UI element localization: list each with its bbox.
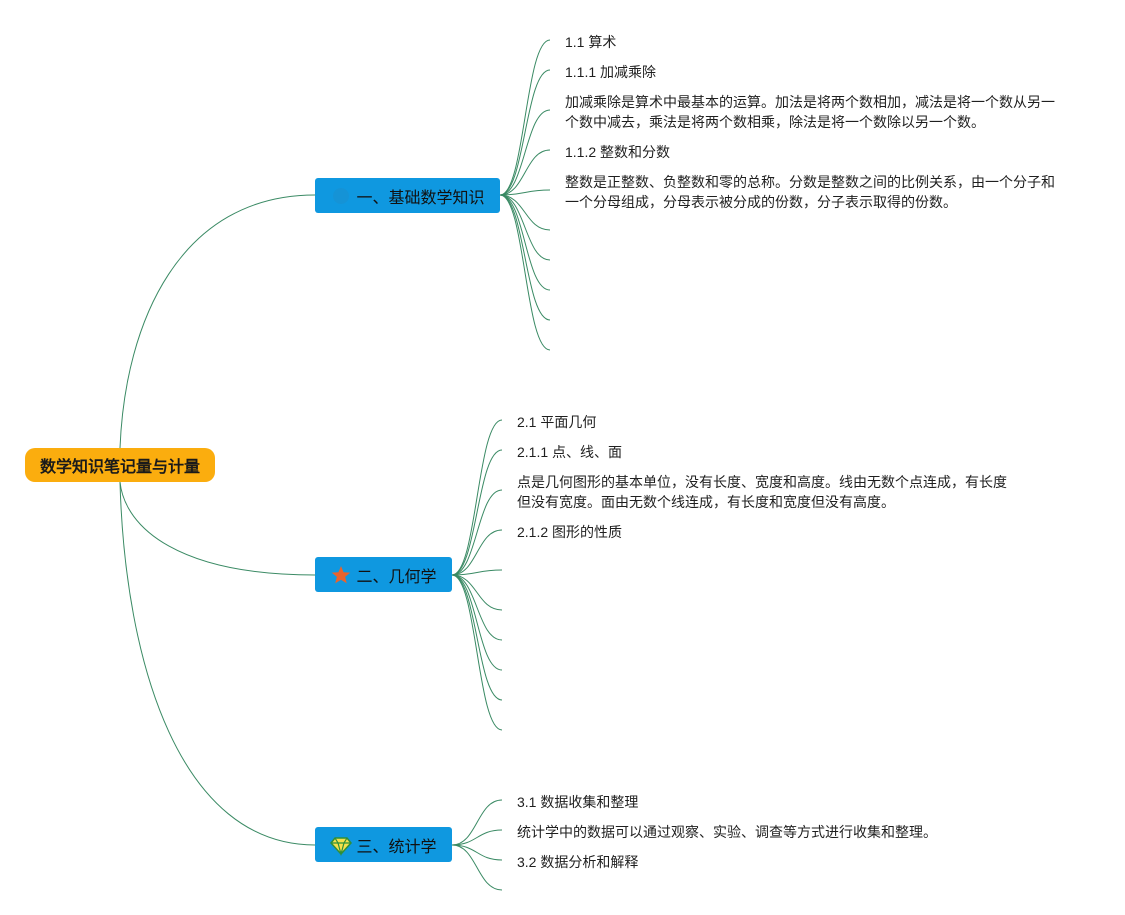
branch-leaf-connector (499, 194, 551, 231)
leaf-topic[interactable]: 统计学中的数据可以通过观察、实验、调查等方式进行收集和整理。 (517, 824, 937, 840)
leaf-topic[interactable]: 加减乘除是算术中最基本的运算。加法是将两个数相加，减法是将一个数从另一个数中减去… (565, 94, 1055, 130)
leaf-topic[interactable]: 2.1 平面几何 (517, 414, 597, 430)
branch-leaf-connector (499, 39, 551, 196)
root-branch-connector (119, 481, 316, 846)
branch-leaf-connector (499, 69, 551, 196)
branch-topic-label: 三、统计学 (356, 838, 437, 856)
branch-topic-geometry[interactable]: 二、几何学 (315, 557, 452, 592)
branch-leaf-connector (499, 194, 551, 261)
branch-leaf-connector (499, 194, 551, 291)
branch-leaf-connector (499, 109, 551, 196)
branch-leaf-connector (451, 844, 503, 861)
leaf-topic[interactable]: 2.1.2 图形的性质 (517, 524, 623, 540)
root-topic-label: 数学知识笔记量与计量 (39, 459, 200, 476)
branch-leaf-connector (451, 799, 503, 846)
branch-leaf-connector (451, 529, 503, 576)
leaf-topic[interactable]: 2.1.1 点、线、面 (517, 444, 623, 460)
branch-leaf-connector (451, 574, 503, 611)
branch-topic-label: 二、几何学 (356, 568, 437, 586)
branch-leaf-connector (451, 574, 503, 641)
leaf-topic[interactable]: 1.1.2 整数和分数 (565, 144, 671, 160)
branch-leaf-connector (451, 449, 503, 576)
branch-leaf-connector (451, 844, 503, 891)
circle-icon (330, 185, 352, 207)
diamond-icon (330, 834, 353, 856)
branch-topic-statistics[interactable]: 三、统计学 (315, 827, 452, 862)
branch-leaf-connector (451, 574, 503, 671)
branch-leaf-connector (451, 489, 503, 576)
leaf-topic[interactable]: 3.2 数据分析和解释 (517, 854, 639, 870)
branch-topic-label: 一、基础数学知识 (356, 189, 485, 207)
branch-topic-basic-math[interactable]: 一、基础数学知识 (315, 178, 500, 213)
branch-leaf-connector (451, 419, 503, 576)
branch-leaf-connector (451, 829, 503, 846)
leaf-topic[interactable]: 1.1.1 加减乘除 (565, 64, 657, 80)
branch-leaf-connector (499, 194, 551, 351)
leaf-topic[interactable]: 整数是正整数、负整数和零的总称。分数是整数之间的比例关系，由一个分子和一个分母组… (565, 174, 1055, 210)
branch-leaf-connector (499, 149, 551, 196)
leaf-topic[interactable]: 1.1 算术 (565, 34, 617, 50)
star-icon (330, 564, 352, 586)
branch-leaf-connector (451, 574, 503, 731)
branch-leaf-connector (499, 189, 551, 196)
leaf-topic[interactable]: 3.1 数据收集和整理 (517, 794, 639, 810)
root-topic[interactable]: 数学知识笔记量与计量 (25, 448, 215, 482)
root-branch-connector (119, 194, 316, 449)
leaf-topic[interactable]: 点是几何图形的基本单位，没有长度、宽度和高度。线由无数个点连成，有长度但没有宽度… (517, 474, 1007, 510)
root-branch-connector (119, 481, 316, 576)
branch-leaf-connector (451, 569, 503, 576)
